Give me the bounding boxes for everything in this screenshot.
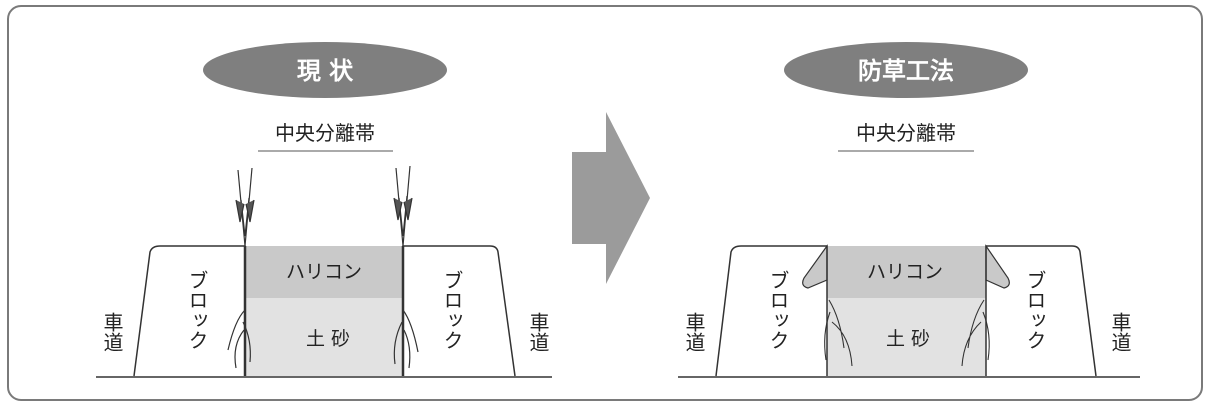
left-block-left-label: ブロック xyxy=(185,270,209,350)
right-soil-label: 土 砂 xyxy=(886,328,930,350)
left-block-right-label: ブロック xyxy=(440,270,464,350)
right-title-pill xyxy=(784,42,1028,98)
transition-arrow xyxy=(572,112,650,284)
right-harikon-layer xyxy=(827,246,986,298)
right-road-right-label: 車道 xyxy=(1108,312,1132,352)
right-title: 防草工法 xyxy=(858,57,954,85)
right-block-left xyxy=(715,245,828,377)
left-block-left xyxy=(133,245,246,377)
left-soil-layer xyxy=(245,298,403,376)
right-harikon-lip-left xyxy=(802,244,828,289)
left-soil-label: 土 砂 xyxy=(306,328,350,350)
left-weed-right xyxy=(393,165,419,376)
right-block-right-label: ブロック xyxy=(1023,270,1047,350)
left-harikon-label: ハリコン xyxy=(286,261,362,283)
right-block-left-label: ブロック xyxy=(766,270,790,350)
right-block-right xyxy=(985,245,1097,377)
right-road-left-label: 車道 xyxy=(682,312,706,352)
right-roots-left xyxy=(824,299,853,367)
right-panel: 防草工法 中央分離帯 ハリコン 土 砂 ブロック ブロック 車道 車道 xyxy=(678,42,1140,378)
left-road-left-label: 車道 xyxy=(100,312,124,352)
left-block-right xyxy=(402,245,516,377)
right-soil-layer xyxy=(827,298,986,376)
right-subtitle: 中央分離帯 xyxy=(856,121,956,145)
left-title-pill xyxy=(203,42,447,98)
left-subtitle: 中央分離帯 xyxy=(275,121,375,145)
diagram-frame xyxy=(7,5,1203,401)
left-panel: 現 状 中央分離帯 ハリコン 土 砂 ブロック ブロック 車道 車道 xyxy=(96,42,552,378)
left-weed-left xyxy=(227,167,255,376)
left-road-right-label: 車道 xyxy=(526,312,550,352)
right-roots-right xyxy=(961,299,990,367)
left-title: 現 状 xyxy=(297,57,354,85)
right-harikon-lip-right xyxy=(985,244,1010,289)
right-harikon-label: ハリコン xyxy=(867,261,943,283)
left-harikon-layer xyxy=(245,246,403,298)
